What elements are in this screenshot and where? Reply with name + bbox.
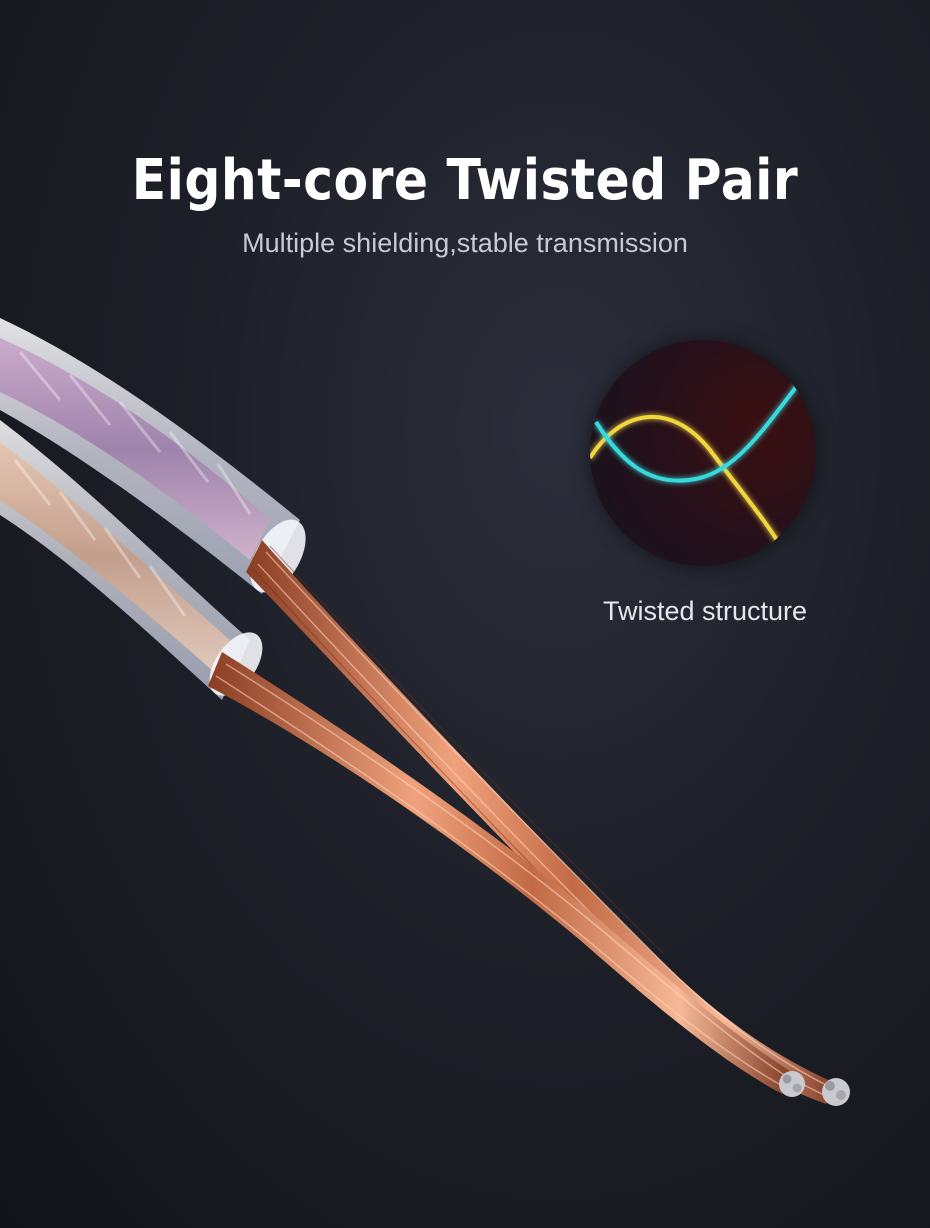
page-subtitle: Multiple shielding,stable transmission	[242, 228, 688, 258]
copper-strands-lower	[208, 652, 805, 1097]
twisted-wires-icon	[590, 380, 802, 547]
page-title: Eight-core Twisted Pair	[131, 148, 799, 213]
twisted-structure-caption: Twisted structure	[602, 596, 808, 626]
twisted-structure-bubble	[590, 340, 816, 566]
lower-cable	[0, 420, 263, 700]
